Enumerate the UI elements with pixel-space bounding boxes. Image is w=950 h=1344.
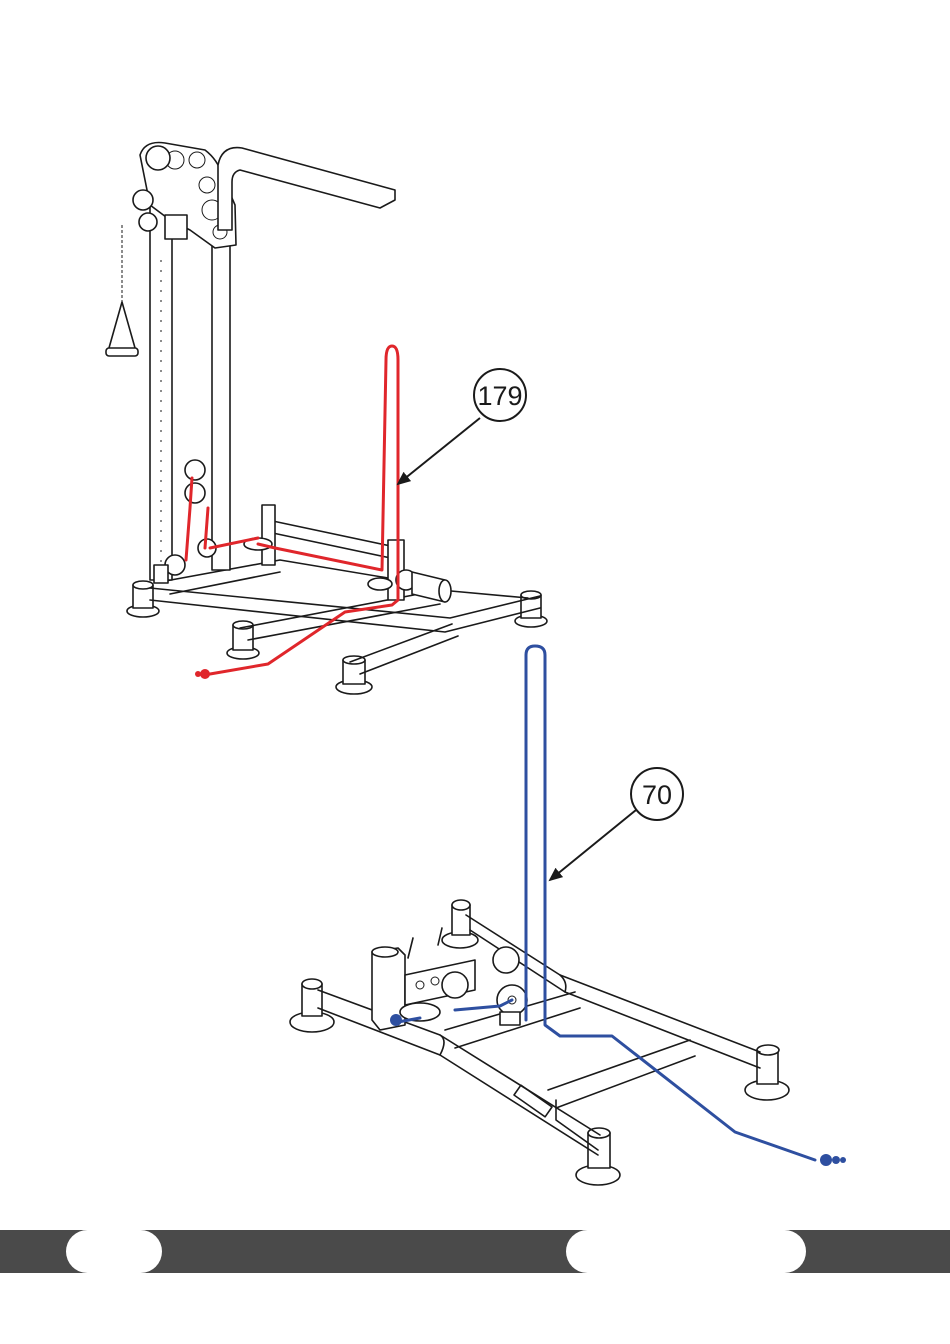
cable-lower-start bbox=[390, 1014, 402, 1026]
callout-179-arrow bbox=[398, 418, 480, 484]
base-frame-drawing bbox=[290, 900, 789, 1185]
callout-70-label: 70 bbox=[642, 780, 672, 810]
footer-page-pill bbox=[66, 1230, 162, 1273]
callout-70: 70 bbox=[550, 768, 683, 880]
callout-179: 179 bbox=[398, 369, 526, 484]
right-upright bbox=[212, 230, 230, 570]
stirrup-handle bbox=[107, 302, 137, 355]
footer-label-pill bbox=[566, 1230, 806, 1273]
callout-70-arrow bbox=[550, 810, 636, 880]
footer-bar bbox=[0, 1230, 950, 1273]
cable-tower-drawing bbox=[106, 143, 547, 695]
overhead-bar bbox=[218, 148, 395, 230]
cable-lower-end bbox=[820, 1154, 832, 1166]
cable-upper-end bbox=[200, 669, 210, 679]
callout-179-label: 179 bbox=[477, 381, 522, 411]
